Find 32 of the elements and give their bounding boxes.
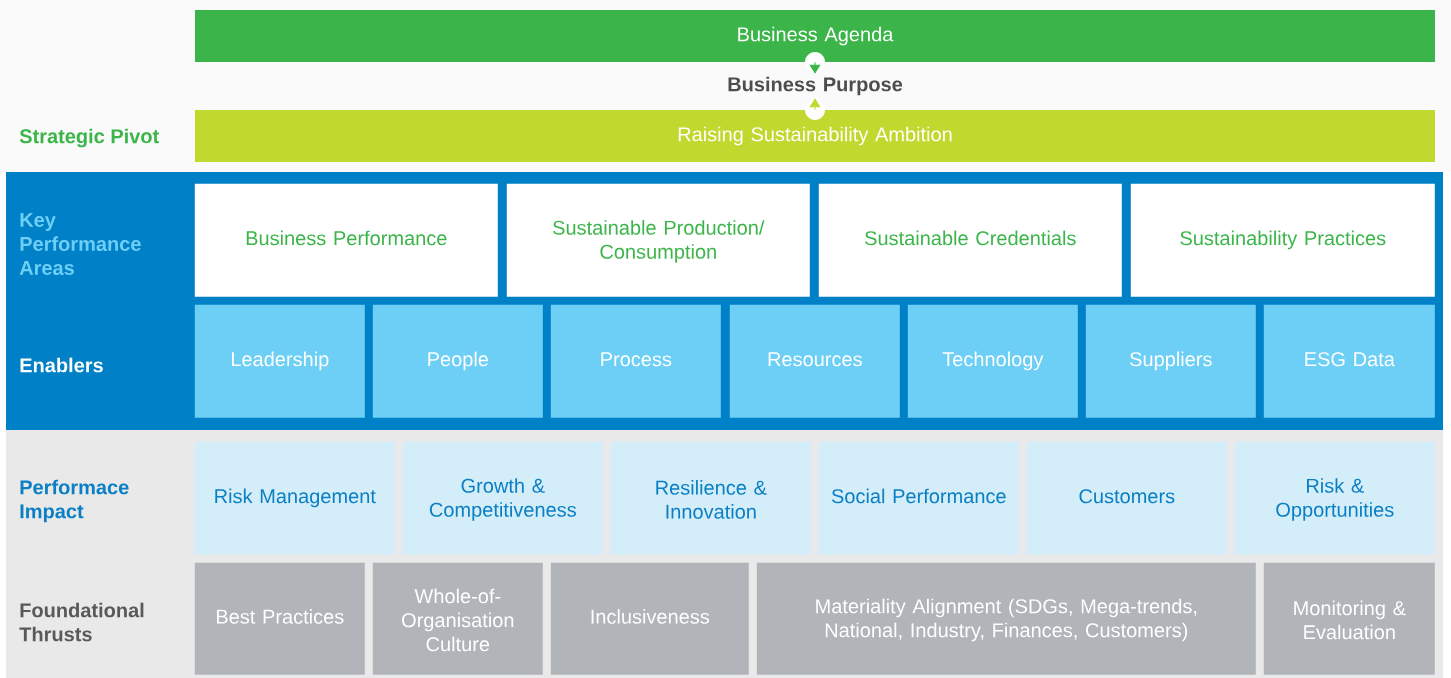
enabler-box: ESG Data: [1263, 304, 1435, 418]
enabler-box: Suppliers: [1085, 304, 1256, 418]
agenda-bar: Business Agenda: [195, 10, 1435, 62]
row-label: Enablers: [20, 357, 103, 373]
impact-box: Growth & Competitiveness: [402, 441, 603, 555]
area-box: Sustainable Production/ Consumption: [506, 183, 810, 297]
impact-box: Customers: [1026, 441, 1227, 555]
area-box: Business Performance: [194, 183, 498, 297]
enabler-box: Resources: [729, 304, 900, 418]
thrust-box: Monitoring & Evaluation: [1263, 562, 1435, 675]
enabler-box: Process: [550, 304, 721, 418]
row-label: Foundational Thrusts: [19, 602, 144, 642]
enabler-box: People: [372, 304, 543, 418]
impact-box: Risk & Opportunities: [1234, 441, 1435, 555]
thrust-box: Whole-of-Organisation Culture: [372, 562, 543, 675]
row-label: Key Performance Areas: [19, 213, 141, 275]
ambition-bar: Raising Sustainability Ambition: [195, 110, 1435, 162]
row-label: Strategic Pivot: [19, 128, 159, 148]
area-box: Sustainability Practices: [1130, 183, 1435, 297]
enabler-box: Technology: [907, 304, 1078, 418]
thrust-box: Materiality Alignment (SDGs, Mega-trends, National, Industry, Finances, Customers): [756, 562, 1256, 675]
row-label: Performace Impact: [20, 479, 129, 523]
enabler-box: Leadership: [194, 304, 365, 418]
thrust-box: Inclusiveness: [550, 562, 749, 675]
arrow: [805, 52, 825, 74]
arrow: [805, 98, 825, 120]
impact-box: Resilience & Innovation: [610, 441, 811, 555]
purpose-text: Business Purpose: [728, 76, 903, 96]
impact-box: Social Performance: [818, 441, 1019, 555]
area-box: Sustainable Credentials: [818, 183, 1122, 297]
impact-box: Risk Management: [194, 441, 395, 555]
thrust-box: Best Practices: [194, 562, 365, 675]
